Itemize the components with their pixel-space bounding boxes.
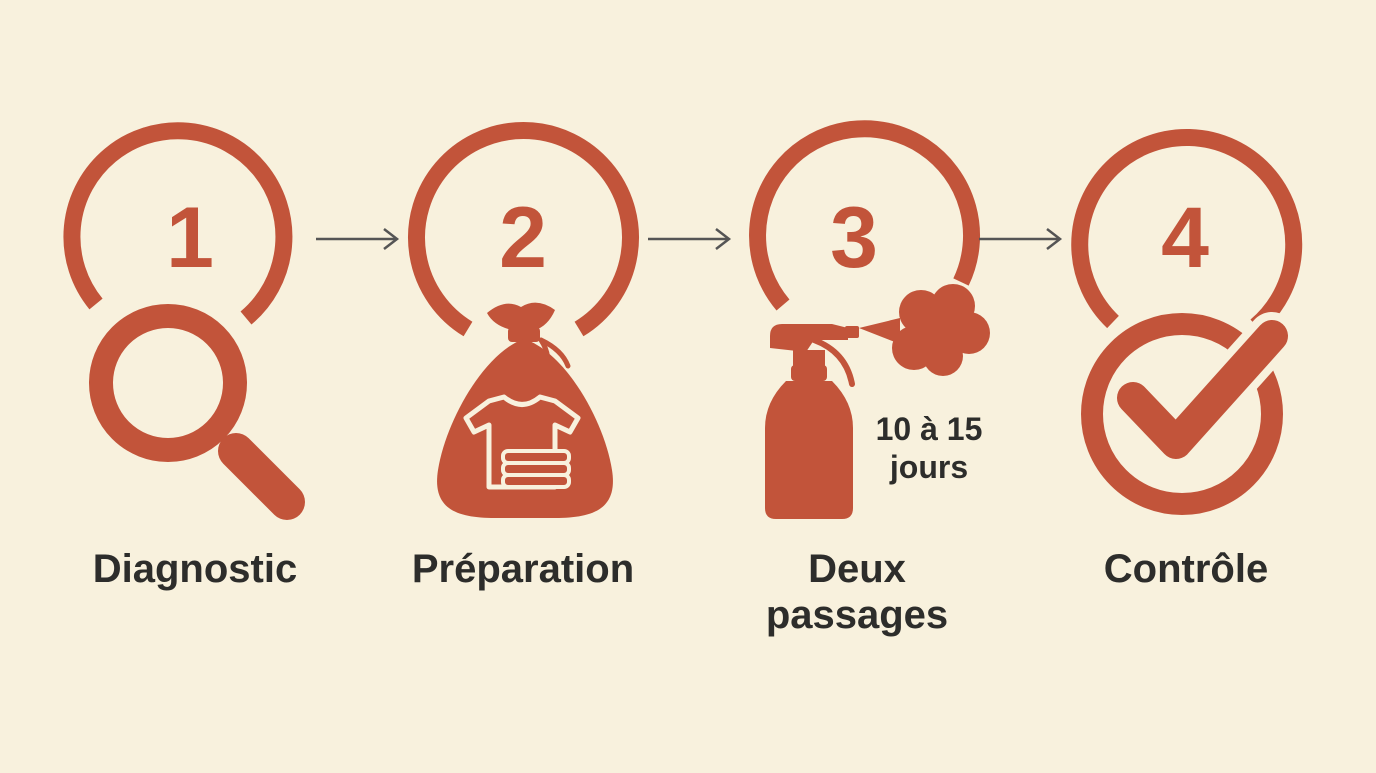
step-2-number: 2 (499, 190, 547, 286)
step-3-duration: 10 à 15 jours (864, 410, 994, 486)
check-circle-icon (1081, 312, 1296, 515)
step-3-duration-line1: 10 à 15 (875, 411, 983, 447)
arrow-3-to-4 (979, 228, 1063, 250)
step-4-ring (1071, 128, 1303, 333)
step-1-number: 1 (166, 190, 214, 286)
step-4-label: Contrôle (1103, 547, 1269, 591)
step-1-ring (63, 122, 293, 325)
arrow-1-to-2 (316, 228, 400, 250)
spray-bottle-icon (765, 284, 990, 519)
step-2-label: Préparation (411, 547, 635, 591)
step-3-duration-line2: jours (889, 449, 969, 485)
step-3-label-line1: Deux (808, 547, 906, 591)
step-3-label: Deux passages (707, 546, 1007, 638)
step-4-number: 4 (1161, 190, 1209, 286)
step-3-ring (749, 120, 980, 311)
laundry-bag-icon (437, 302, 613, 518)
arrow-2-to-3 (648, 228, 732, 250)
step-3-number: 3 (830, 190, 878, 286)
step-2-ring (408, 122, 639, 337)
magnifier-icon (89, 304, 305, 520)
step-3-label-line2: passages (765, 593, 949, 637)
step-1-label: Diagnostic (92, 547, 298, 591)
